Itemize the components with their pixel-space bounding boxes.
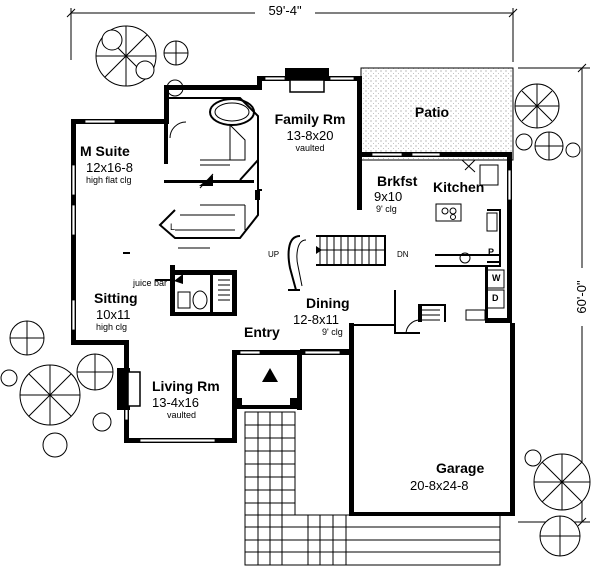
family-room-name: Family Rm	[275, 111, 346, 127]
entry-name: Entry	[244, 324, 280, 340]
window-openings	[71, 76, 512, 443]
linen-label: L	[170, 222, 175, 232]
patio-name: Patio	[415, 104, 449, 120]
m-suite-note: high flat clg	[86, 175, 132, 185]
family-room-note: vaulted	[295, 143, 324, 153]
living-room-note: vaulted	[167, 410, 196, 420]
brkfst-size: 9x10	[374, 189, 402, 204]
juice-bar-label: juice bar	[132, 278, 167, 288]
dining-size: 12-8x11	[293, 312, 339, 327]
dining-name: Dining	[306, 295, 350, 311]
stair-down-label: DN	[397, 250, 409, 259]
sitting-note: high clg	[96, 322, 127, 332]
width-label: 59'-4"	[268, 3, 302, 18]
room-labels: Family Rm 13-8x20 vaulted M Suite 12x16-…	[80, 104, 501, 493]
kitchen-name: Kitchen	[433, 179, 484, 195]
front-walkway	[244, 411, 501, 566]
stair-up-label: UP	[268, 250, 279, 259]
brkfst-name: Brkfst	[377, 173, 418, 189]
m-suite-size: 12x16-8	[86, 160, 133, 175]
garage-name: Garage	[436, 460, 484, 476]
dining-note: 9' clg	[322, 327, 343, 337]
family-room-size: 13-8x20	[287, 128, 334, 143]
sitting-name: Sitting	[94, 290, 138, 306]
dryer-label: D	[492, 293, 499, 303]
m-suite-name: M Suite	[80, 143, 130, 159]
living-room-name: Living Rm	[152, 378, 220, 394]
living-room-size: 13-4x16	[152, 395, 199, 410]
entry-arrow	[262, 368, 278, 382]
brkfst-note: 9' clg	[376, 204, 397, 214]
suite-arrow	[199, 175, 213, 186]
stairs	[287, 235, 386, 291]
sitting-size: 10x11	[96, 307, 130, 322]
interior-walls	[117, 68, 505, 410]
bath-arrow	[174, 274, 183, 284]
depth-label: 60'-0"	[574, 280, 589, 314]
garage-size: 20-8x24-8	[410, 478, 469, 493]
landscape-trees	[0, 25, 591, 557]
patio-slab	[360, 67, 514, 161]
washer-label: W	[492, 273, 501, 283]
pantry-label: P	[488, 247, 494, 257]
